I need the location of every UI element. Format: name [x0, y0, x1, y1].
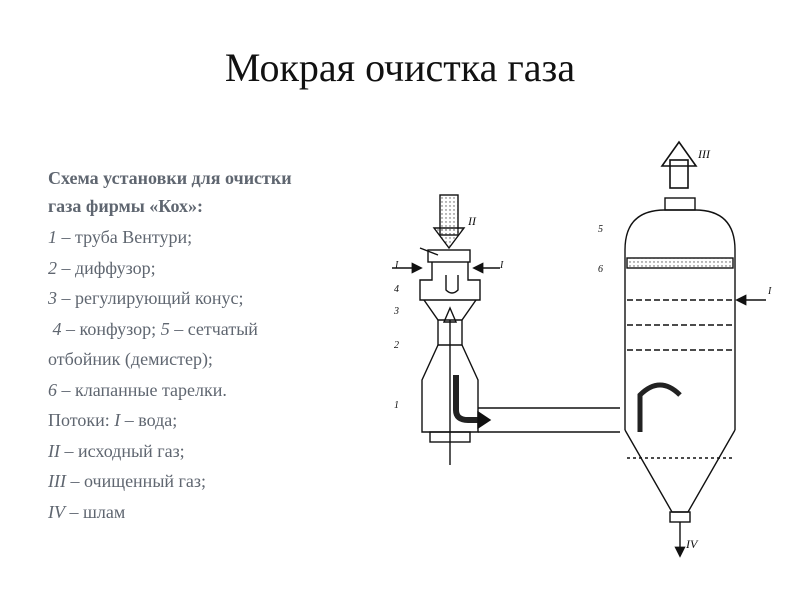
legend-text: – клапанные тарелки. — [57, 379, 227, 400]
column-cone — [624, 429, 736, 513]
legend-num: 1 — [48, 227, 57, 247]
label-sludge: IV — [685, 537, 699, 551]
stream-text: – вода; — [120, 410, 178, 430]
water-nozzle — [445, 275, 459, 294]
gas-inlet-arrow-head — [432, 227, 466, 250]
label-gas-out: III — [697, 147, 711, 161]
diagram-labels: I I I II III IV 1 2 3 4 5 6 — [393, 147, 772, 551]
streams-item-1: Потоки: I – вода; — [48, 405, 368, 436]
column-gas-flow-arrow — [637, 382, 682, 432]
column-top-flange — [664, 197, 696, 211]
label-1: 1 — [394, 400, 399, 411]
legend-item-6: 6 – клапанные тарелки. — [48, 375, 368, 406]
gas-outlet-arrow-body — [669, 159, 689, 189]
legend-text: – сетчатый — [169, 318, 258, 339]
label-gas-in: II — [467, 214, 477, 228]
leader-line — [419, 247, 439, 256]
demister-mesh — [626, 257, 734, 269]
slide-title: Мокрая очистка газа — [224, 45, 576, 90]
legend-text: – конфузор; — [61, 318, 161, 339]
venturi-unit — [392, 194, 500, 465]
gas-flow-arrowhead — [477, 410, 492, 430]
column-top-dome — [624, 209, 736, 251]
label-water-left-a: I — [394, 260, 399, 271]
streams-item-4: IV – шлам — [48, 497, 368, 528]
label-3: 3 — [393, 306, 399, 317]
gas-outlet-arrow-head — [660, 140, 698, 167]
koch-scrubber-diagram: I I I II III IV 1 2 3 4 5 6 — [392, 140, 772, 558]
legend-num: 3 — [48, 288, 57, 308]
description-block: Схема установки для очистки газа фирмы «… — [48, 164, 368, 527]
streams-item-2: II – исходный газ; — [48, 436, 368, 467]
label-2: 2 — [394, 340, 399, 351]
venturi-inlet-chamber — [419, 262, 481, 301]
label-water-left-b: I — [499, 260, 504, 271]
legend-text: – диффузор; — [57, 257, 156, 278]
stream-text: – исходный газ; — [60, 440, 185, 461]
stream-num: III — [48, 471, 66, 491]
legend-num: 4 — [52, 318, 62, 339]
streams-prefix: Потоки: — [48, 410, 115, 430]
legend-num: 5 — [160, 318, 170, 339]
streams-item-3: III – очищенный газ; — [48, 466, 368, 497]
legend-item-2: 2 – диффузор; — [48, 253, 368, 284]
legend-item-4-5: 4 – конфузор; 5 – сетчатый — [48, 314, 368, 345]
venturi-top-flange — [427, 249, 471, 263]
legend-item-3: 3 – регулирующий конус; — [48, 283, 368, 314]
stream-num: II — [48, 440, 60, 461]
stream-text: – очищенный газ; — [65, 471, 207, 491]
separator-column — [419, 140, 766, 558]
legend-text: – труба Вентури; — [57, 227, 193, 247]
label-6: 6 — [598, 264, 603, 275]
stream-num: IV — [48, 501, 65, 522]
label-water-right: I — [767, 286, 772, 297]
legend-item-1: 1 – труба Вентури; — [48, 222, 368, 253]
legend-num: 6 — [48, 379, 57, 400]
column-bottom-flange — [669, 511, 691, 523]
regulating-cone — [442, 306, 458, 323]
stream-text: – шлам — [65, 501, 126, 522]
description-heading: Схема установки для очистки газа фирмы «… — [48, 164, 368, 220]
legend-item-5-cont: отбойник (демистер); — [48, 349, 213, 369]
heading-line-2: газа фирмы «Кох»: — [48, 196, 203, 216]
label-4: 4 — [394, 284, 399, 295]
heading-line-1: Схема установки для очистки — [48, 168, 292, 188]
legend-num: 2 — [48, 257, 57, 278]
confuser — [423, 299, 477, 321]
label-5: 5 — [598, 224, 603, 235]
gas-flow-arrow — [453, 375, 482, 423]
legend-text: – регулирующий конус; — [57, 288, 244, 308]
stream-num: I — [114, 410, 121, 430]
